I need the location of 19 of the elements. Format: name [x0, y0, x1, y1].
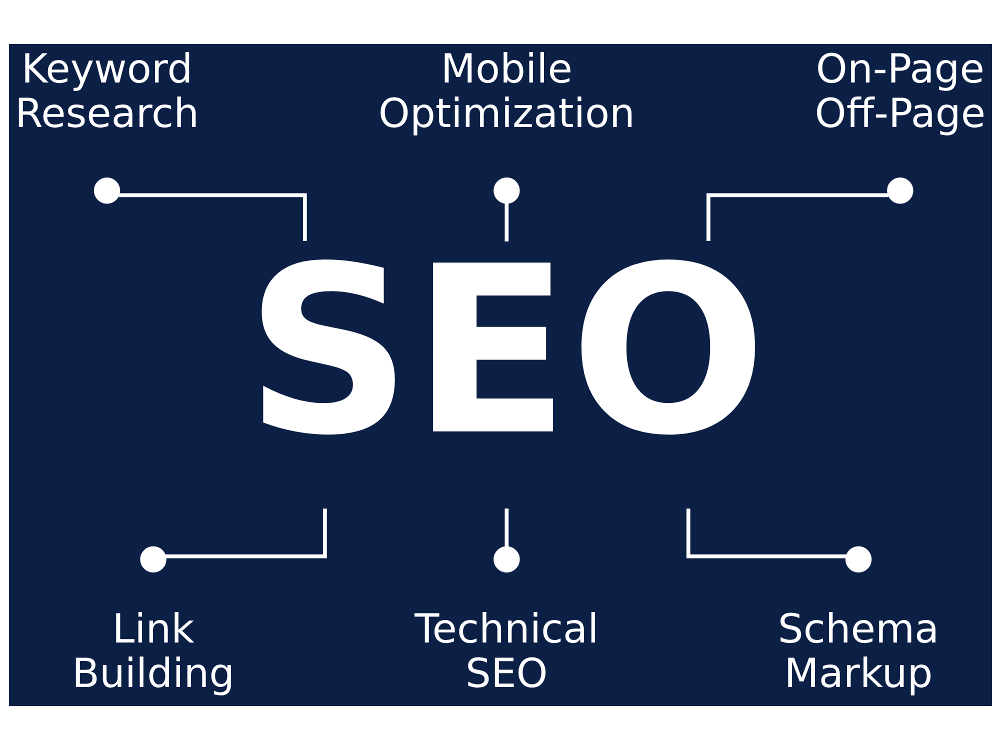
node-circle: [493, 177, 520, 204]
connector: [118, 193, 306, 242]
node-circle: [140, 546, 166, 573]
node-text: SEO: [244, 216, 766, 486]
node-label: Technical SEO: [414, 606, 598, 698]
node-circle: [844, 546, 872, 573]
connector: [504, 203, 508, 242]
connector: [686, 508, 846, 558]
node-circle: [886, 177, 913, 204]
connector: [165, 508, 326, 558]
node-label: Schema Markup: [777, 606, 939, 698]
node-label: Mobile Optimization: [378, 46, 634, 138]
node-label: Link Building: [71, 606, 234, 698]
node-label: Keyword Research: [14, 46, 198, 138]
node-circle: [93, 177, 120, 204]
node-circle: [493, 546, 520, 573]
connector: [504, 508, 508, 547]
connector: [706, 193, 888, 242]
node-label: On-Page Off-Page: [814, 46, 986, 138]
